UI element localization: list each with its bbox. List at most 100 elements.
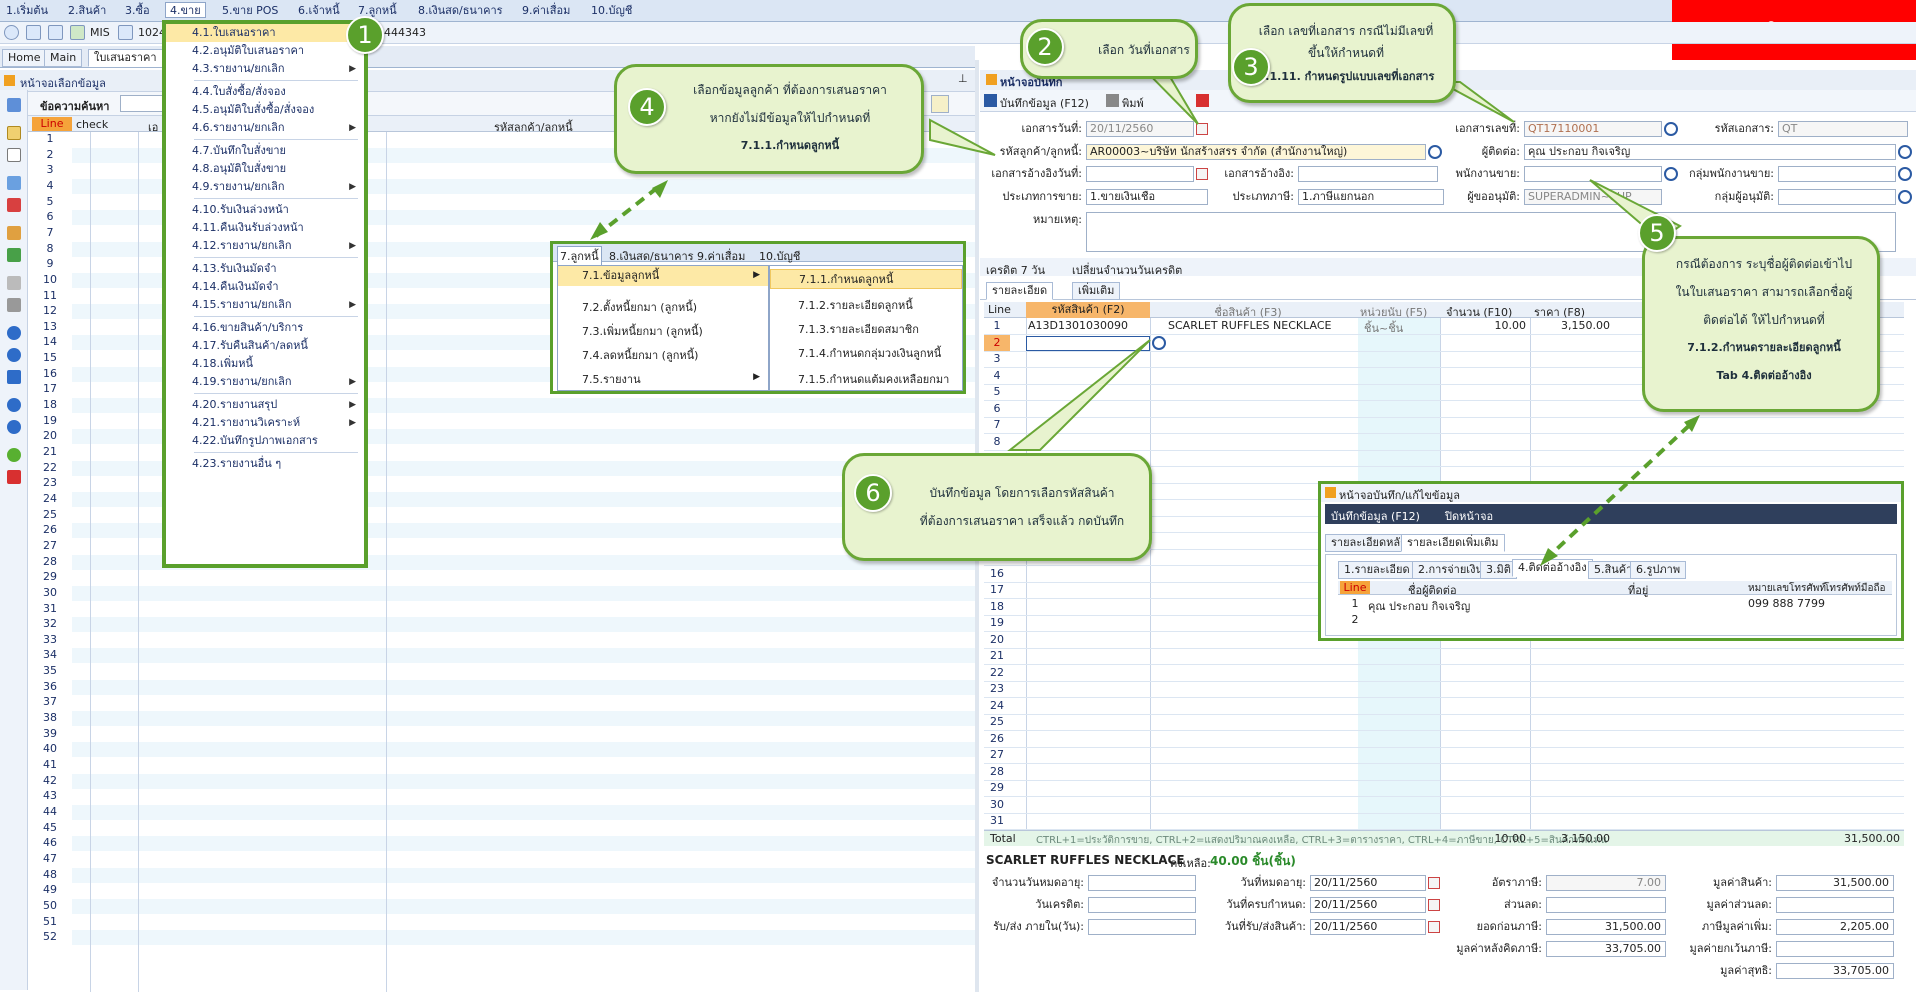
item-row-number[interactable]: 16 (990, 566, 1004, 580)
row-number[interactable]: 12 (43, 304, 57, 318)
row-number[interactable]: 38 (43, 711, 57, 725)
row-number[interactable]: 36 (43, 679, 57, 693)
popup-subtab-1[interactable]: 1.รายละเอียด (1338, 561, 1416, 579)
sale-menu-item[interactable]: 4.12.รายงาน/ยกเลิก▶ (166, 237, 364, 255)
item-row-number[interactable]: 25 (990, 715, 1004, 728)
item-row-number[interactable]: 30 (990, 797, 1004, 811)
popup-save-button[interactable]: บันทึกข้อมูล (F12) (1331, 510, 1420, 523)
item-row-number[interactable]: 29 (990, 781, 1004, 794)
help-icon[interactable] (7, 448, 21, 462)
menu-creditor[interactable]: 6.เจ้าหนี้ (298, 4, 340, 17)
row-number[interactable]: 1 (46, 132, 54, 145)
approver-group-field[interactable] (1778, 189, 1896, 205)
save-icon[interactable] (984, 94, 997, 107)
row-number[interactable]: 45 (43, 820, 57, 834)
sale-menu-item[interactable]: 4.3.รายงาน/ยกเลิก▶ (166, 60, 364, 78)
sale-menu-item[interactable]: 4.14.คืนเงินมัดจำ (192, 280, 279, 293)
blank-doc-icon[interactable] (7, 148, 21, 162)
sale-menu-item[interactable]: 4.18.เพิ่มหนี้ (192, 357, 254, 370)
sale-menu-item[interactable]: 4.21.รายงานวิเคราะห์▶ (166, 414, 364, 432)
item-row-number[interactable]: 19 (990, 616, 1004, 629)
row-number[interactable]: 29 (43, 570, 57, 584)
tab-more[interactable]: เพิ่มเติม (1072, 282, 1121, 300)
tax-rate-field[interactable]: 7.00 (1546, 875, 1666, 891)
ar-item-7-2[interactable]: 7.2.ตั้งหนี้ยกมา (ลูกหนี้) (582, 301, 698, 314)
search-icon[interactable] (1664, 122, 1678, 136)
row-number[interactable]: 17 (43, 382, 57, 396)
close-icon[interactable] (1196, 94, 1209, 107)
ar-sub-7-1-5[interactable]: 7.1.5.กำหนดแต้มคงเหลือยกมา (798, 373, 950, 386)
popup-subtab-4[interactable]: 4.ติดต่ออ้างอิง (1512, 559, 1593, 577)
item-row-number[interactable]: 23 (990, 682, 1004, 695)
popup-tab-main[interactable]: รายละเอียดหลัก (1325, 534, 1413, 552)
sale-menu-item[interactable]: 4.17.รับคืนสินค้า/ลดหนี้ (192, 339, 308, 352)
print-icon[interactable] (7, 298, 21, 312)
ar-menu-depr[interactable]: 9.ค่าเสื่อม (697, 250, 746, 263)
exempt-field[interactable] (1776, 941, 1894, 957)
row-number[interactable]: 37 (43, 695, 57, 709)
row-number[interactable]: 47 (43, 851, 57, 865)
lock-icon[interactable] (7, 226, 21, 240)
delete-doc-icon[interactable] (7, 198, 21, 212)
row-number[interactable]: 34 (43, 648, 57, 662)
sale-menu-item[interactable]: 4.19.รายงาน/ยกเลิก▶ (166, 373, 364, 391)
ar-sub-7-1-3[interactable]: 7.1.3.รายละเอียดสมาชิก (798, 323, 919, 336)
row-number[interactable]: 43 (43, 789, 57, 803)
row-number[interactable]: 40 (43, 742, 57, 756)
row-number[interactable]: 44 (43, 804, 57, 818)
item-row-number[interactable]: 31 (990, 814, 1004, 827)
menu-depreciation[interactable]: 9.ค่าเสื่อม (522, 4, 571, 17)
tab-quotation[interactable]: ใบเสนอราคา (88, 49, 163, 67)
item-row-number[interactable]: 4 (993, 368, 1001, 382)
row-number[interactable]: 11 (43, 288, 57, 302)
row-number[interactable]: 35 (43, 664, 57, 678)
salesgroup-field[interactable] (1778, 166, 1896, 182)
ship-days-field[interactable] (1088, 919, 1196, 935)
row-number[interactable]: 2 (46, 147, 54, 161)
sale-menu-item[interactable]: 4.8.อนุมัติใบสั่งขาย (192, 162, 287, 175)
item-row-number[interactable]: 1 (993, 319, 1001, 332)
item-row-number[interactable]: 7 (993, 418, 1001, 431)
sale-menu-item[interactable]: 4.6.รายงาน/ยกเลิก▶ (166, 119, 364, 137)
item-row-number[interactable]: 6 (993, 401, 1001, 415)
ar-item-7-3[interactable]: 7.3.เพิ่มหนี้ยกมา (ลูกหนี้) (582, 325, 703, 338)
item-row-number[interactable]: 26 (990, 731, 1004, 745)
salesman-field[interactable] (1524, 166, 1662, 182)
item-price-cell[interactable]: 3,150.00 (1561, 319, 1610, 332)
calendar-icon[interactable] (1428, 877, 1440, 889)
credit-days-field[interactable] (1088, 897, 1196, 913)
row-number[interactable]: 10 (43, 272, 57, 286)
ref-date-field[interactable] (1086, 166, 1194, 182)
doc-no-field[interactable]: QT17110001 (1524, 121, 1662, 137)
sale-menu-item[interactable]: 4.1.ใบเสนอราคา (166, 24, 364, 42)
row-number[interactable]: 31 (43, 601, 57, 615)
row-number[interactable]: 27 (43, 538, 57, 552)
net-value-field[interactable]: 33,705.00 (1776, 963, 1894, 979)
row-number[interactable]: 21 (43, 445, 57, 458)
new-doc-icon[interactable] (7, 126, 21, 140)
search-icon[interactable] (1898, 145, 1912, 159)
row-number[interactable]: 39 (43, 726, 57, 740)
tab-detail[interactable]: รายละเอียด (986, 282, 1054, 300)
expire-date-field[interactable]: 20/11/2560 (1310, 875, 1426, 891)
menu-account[interactable]: 10.บัญชี (591, 4, 633, 17)
ar-menu-account[interactable]: 10.บัญชี (759, 250, 801, 263)
item-code-cell[interactable]: A13D1301030090 (1028, 319, 1128, 332)
item-row-number[interactable]: 8 (993, 434, 1001, 448)
row-number[interactable]: 19 (43, 413, 57, 427)
item-code-input[interactable] (1026, 336, 1150, 351)
save-button[interactable]: บันทึกข้อมูล (F12) (1000, 97, 1089, 110)
row-number[interactable]: 9 (46, 257, 54, 271)
sale-menu-item[interactable]: 4.2.อนุมัติใบเสนอราคา (192, 44, 305, 57)
row-number[interactable]: 25 (43, 507, 57, 521)
customer-field[interactable]: AR00003~บริษัท นักสร้างสรร จำกัด (สำนักง… (1086, 144, 1426, 160)
row-number[interactable]: 3 (46, 163, 54, 177)
row-number[interactable]: 33 (43, 632, 57, 646)
picture-icon[interactable] (118, 25, 133, 40)
menu-start[interactable]: 1.เริ่มต้น (6, 4, 49, 17)
item-row-number[interactable]: 21 (990, 649, 1004, 662)
row-number[interactable]: 24 (43, 491, 57, 505)
ar-sub-7-1-4[interactable]: 7.1.4.กำหนดกลุ่มวงเงินลูกหนี้ (798, 347, 942, 360)
sale-menu-item[interactable]: 4.11.คืนเงินรับล่วงหน้า (192, 221, 304, 234)
back-icon[interactable] (7, 326, 21, 340)
